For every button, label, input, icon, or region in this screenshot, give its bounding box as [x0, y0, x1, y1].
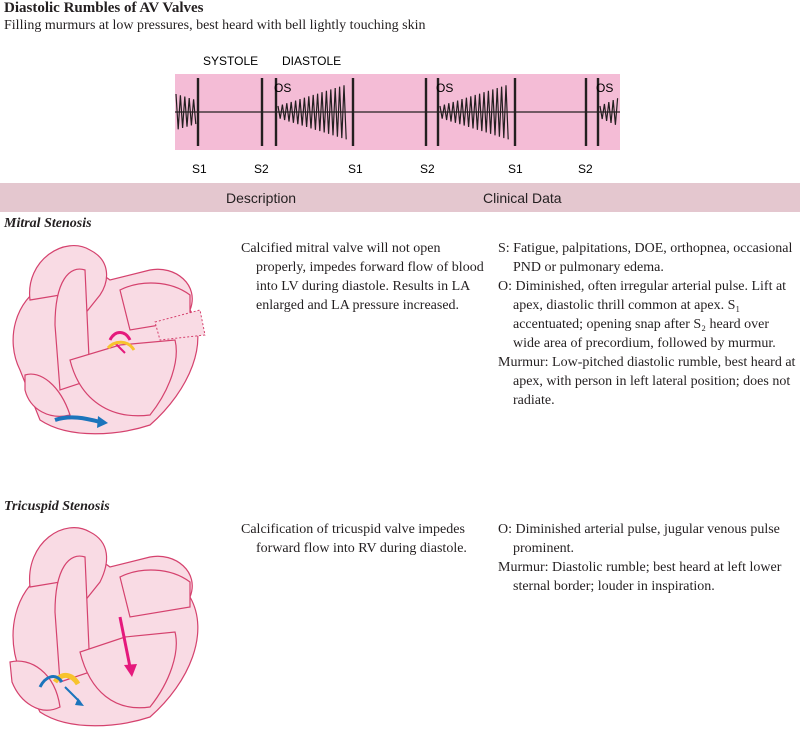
s2-label-3: S2 [578, 162, 593, 176]
clinical-mitral: S: Fatigue, palpitations, DOE, orthopnea… [498, 239, 798, 410]
description-tricuspid: Calcification of tricuspid valve impedes… [241, 522, 467, 556]
description-mitral: Calcified mitral valve will not open pro… [241, 241, 484, 313]
phono-trace [175, 78, 620, 146]
header-description: Description [226, 190, 297, 206]
systole-label: SYSTOLE [203, 54, 258, 68]
condition-tricuspid-stenosis: Tricuspid Stenosis [4, 499, 110, 514]
phonocardiogram: SYSTOLE DIASTOLE OS OS OS S1 S2 S1 S2 S1… [175, 54, 620, 176]
heart-diagram-tricuspid [9, 527, 199, 727]
s1-label-2: S1 [348, 162, 363, 176]
s2-label-2: S2 [420, 162, 435, 176]
clinical-tricuspid-o: O: Diminished arterial pulse, jugular ve… [498, 522, 780, 556]
clinical-mitral-s: S: Fatigue, palpitations, DOE, orthopnea… [498, 241, 793, 275]
clinical-mitral-o: O: Diminished, often irregular arterial … [498, 279, 787, 351]
condition-mitral-stenosis: Mitral Stenosis [4, 216, 92, 231]
s1-label-3: S1 [508, 162, 523, 176]
os-label-1: OS [274, 81, 291, 95]
s2-label-1: S2 [254, 162, 269, 176]
clinical-tricuspid-murmur: Murmur: Diastolic rumble; best heard at … [498, 560, 782, 594]
page-subtitle: Filling murmurs at low pressures, best h… [4, 18, 426, 33]
clinical-tricuspid: O: Diminished arterial pulse, jugular ve… [498, 520, 798, 596]
clinical-mitral-murmur: Murmur: Low-pitched diastolic rumble, be… [498, 355, 796, 408]
header-clinical-data: Clinical Data [483, 190, 562, 206]
table-header-band [0, 183, 800, 212]
heart-diagram-mitral [12, 245, 206, 435]
page-title: Diastolic Rumbles of AV Valves [4, 0, 204, 16]
s1-label-1: S1 [192, 162, 207, 176]
diastole-label: DIASTOLE [282, 54, 341, 68]
os-label-2: OS [436, 81, 453, 95]
os-label-3: OS [596, 81, 613, 95]
